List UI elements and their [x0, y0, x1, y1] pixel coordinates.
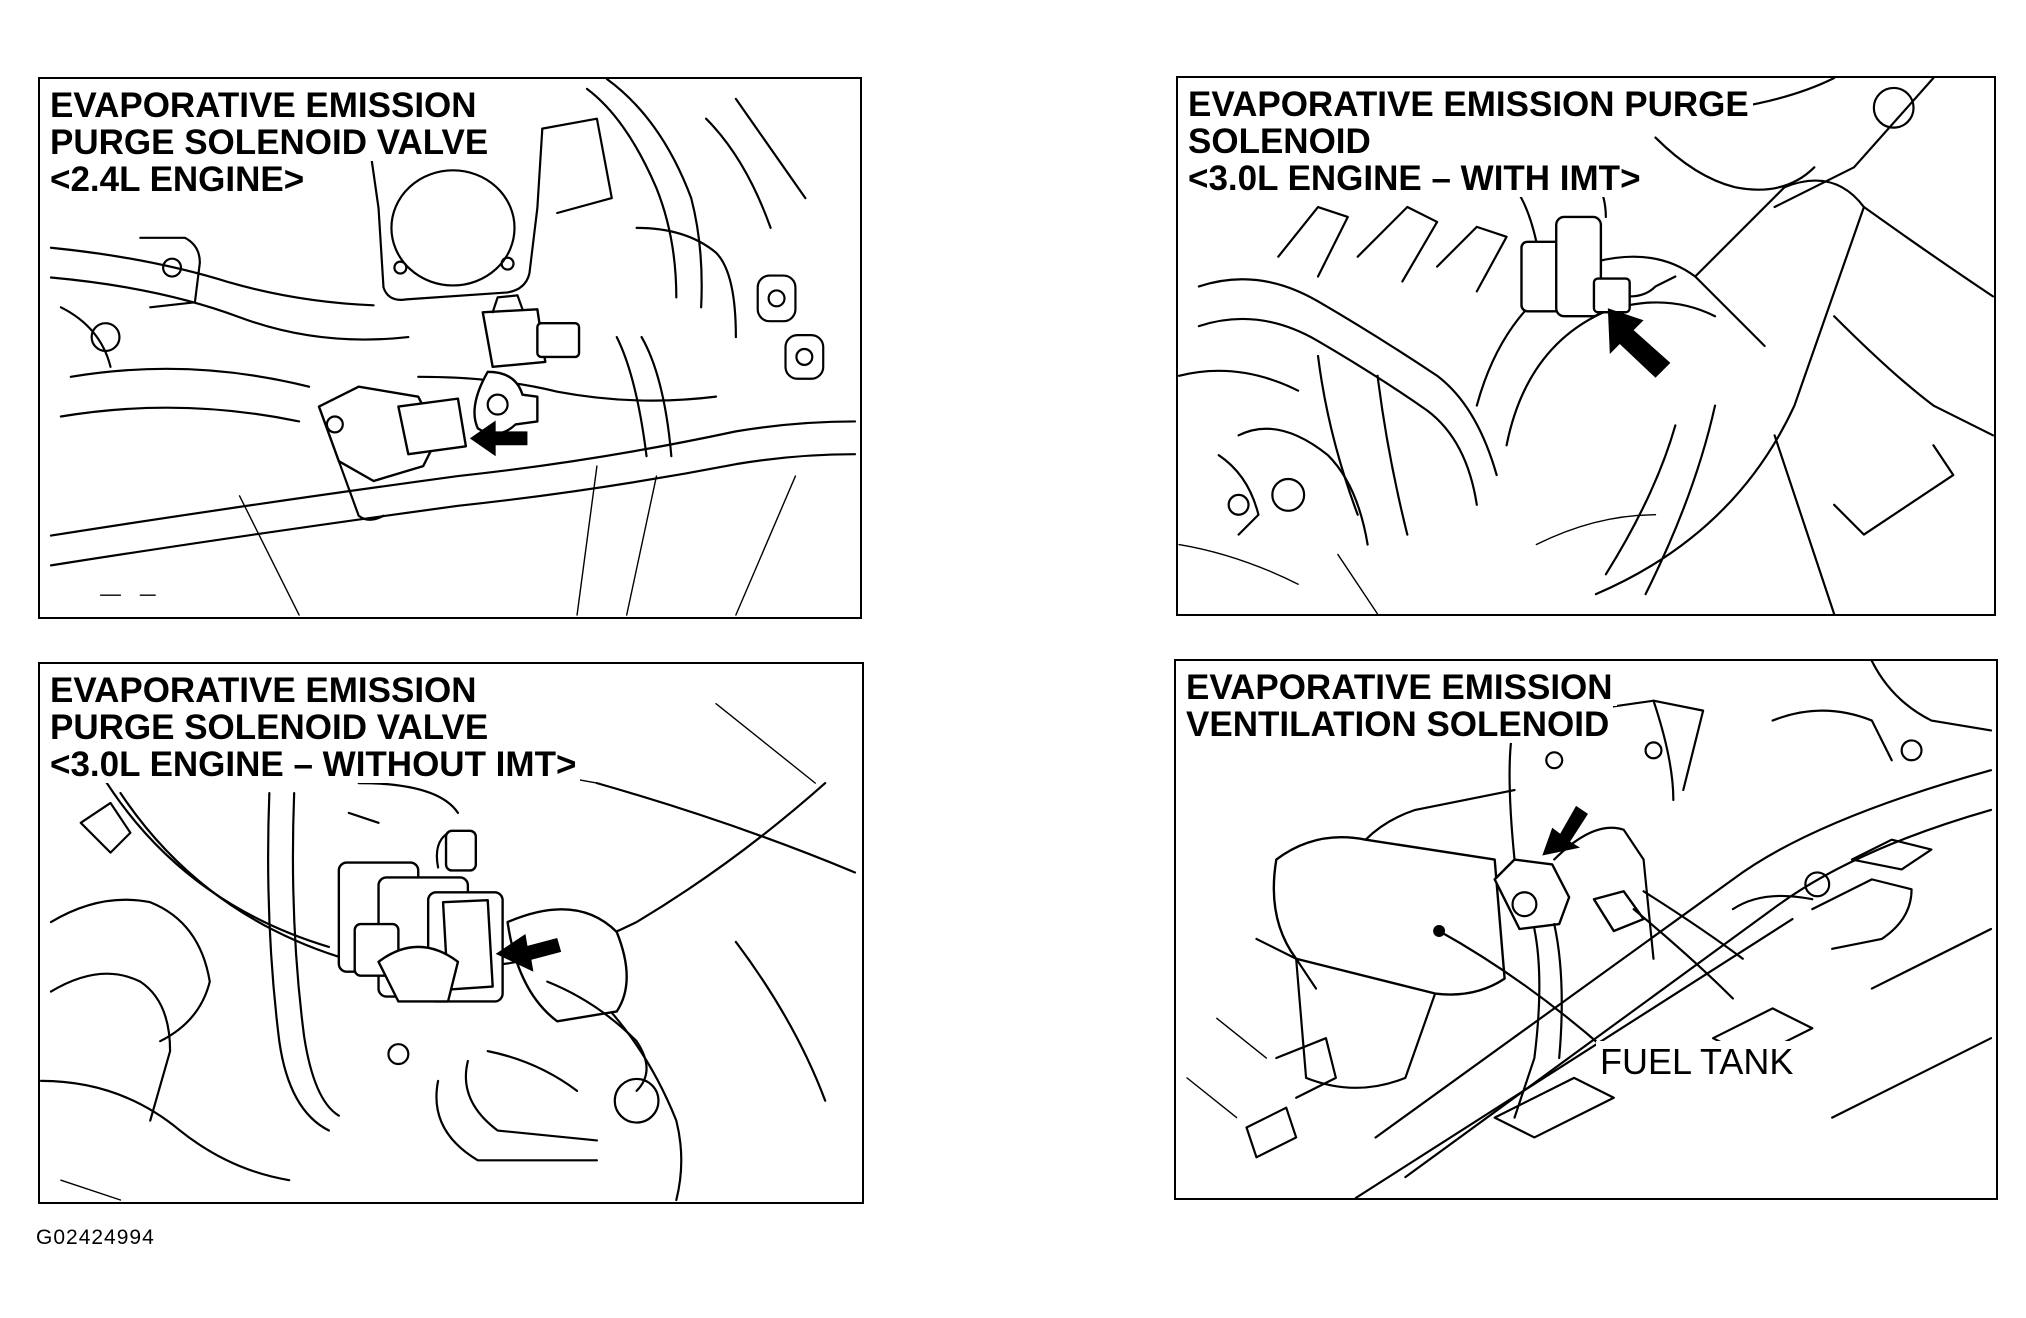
title-line-2: SOLENOID [1188, 123, 1375, 160]
panel-purge-solenoid-3-0l-with-imt: EVAPORATIVE EMISSION PURGE SOLENOID <3.0… [1176, 76, 1996, 616]
title-line-3: <2.4L ENGINE> [50, 161, 309, 198]
fuel-tank-leader-line [1438, 929, 1605, 1050]
title-line-3: <3.0L ENGINE – WITHOUT IMT> [50, 746, 581, 783]
panel-title: EVAPORATIVE EMISSION PURGE SOLENOID VALV… [50, 672, 581, 783]
title-line-1: EVAPORATIVE EMISSION [50, 87, 481, 124]
panel-purge-valve-3-0l-without-imt: EVAPORATIVE EMISSION PURGE SOLENOID VALV… [38, 662, 864, 1204]
title-line-2: PURGE SOLENOID VALVE [50, 709, 493, 746]
callout-arrow [469, 420, 528, 457]
underbody-illustration [1186, 661, 1993, 1198]
callout-arrow [1607, 308, 1671, 378]
title-line-1: EVAPORATIVE EMISSION [1186, 669, 1617, 706]
fuel-tank-label: FUEL TANK [1596, 1041, 1798, 1083]
callout-arrow [1542, 805, 1588, 856]
panel-title: EVAPORATIVE EMISSION VENTILATION SOLENOI… [1186, 669, 1617, 743]
panel-purge-valve-2-4l: EVAPORATIVE EMISSION PURGE SOLENOID VALV… [38, 77, 862, 619]
panel-title: EVAPORATIVE EMISSION PURGE SOLENOID <3.0… [1188, 86, 1753, 197]
title-line-1: EVAPORATIVE EMISSION [50, 672, 481, 709]
figure-id: G02424994 [36, 1226, 155, 1249]
panel-ventilation-solenoid: EVAPORATIVE EMISSION VENTILATION SOLENOI… [1174, 659, 1998, 1200]
title-line-2: PURGE SOLENOID VALVE [50, 124, 493, 161]
engine-illustration [40, 703, 857, 1202]
title-line-2: VENTILATION SOLENOID [1186, 706, 1614, 743]
callout-arrow [495, 933, 562, 972]
title-line-3: <3.0L ENGINE – WITH IMT> [1188, 160, 1645, 197]
engine-illustration [49, 79, 857, 616]
title-line-1: EVAPORATIVE EMISSION PURGE [1188, 86, 1753, 123]
panel-title: EVAPORATIVE EMISSION PURGE SOLENOID VALV… [50, 87, 493, 198]
